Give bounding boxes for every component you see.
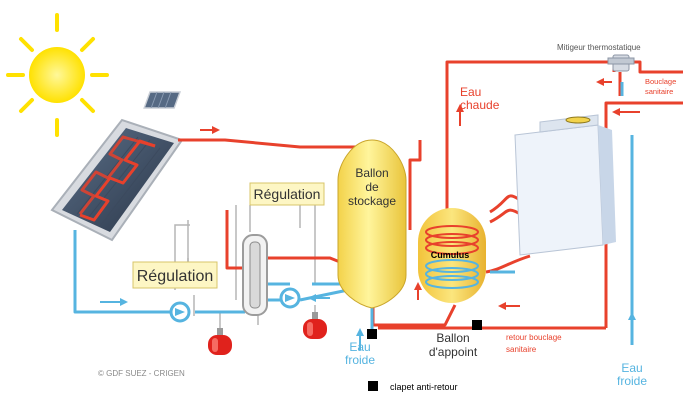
copyright-label: © GDF SUEZ - CRIGEN: [98, 369, 185, 378]
cold-water-left-label-2: froide: [345, 353, 375, 367]
sun-icon: [6, 13, 109, 137]
legend-check-valve-label: clapet anti-retour: [390, 382, 458, 392]
hot-water-label-1: Eau: [460, 85, 481, 99]
regulation-left-label: Régulation: [137, 268, 214, 285]
cold-water-left-label-1: Eau: [349, 340, 370, 354]
retour-bouclage-label-1: retour bouclage: [506, 333, 562, 342]
mixing-valve-icon: [607, 54, 635, 72]
regulation-box-left: Régulation: [132, 261, 218, 289]
legend-check-valve-icon: [368, 381, 378, 391]
storage-tank-label-1: Ballon: [355, 166, 388, 180]
appoint-tank-label-1: Ballon: [436, 331, 469, 345]
check-valve-marker-right: [472, 320, 482, 330]
pump-left-icon: [169, 301, 191, 323]
bouclage-label-1: Bouclage: [645, 77, 676, 86]
sensor-panel-icon: [143, 91, 182, 109]
expansion-vessel-left-icon: [208, 328, 232, 355]
mixing-valve-label: Mitigeur thermostatique: [557, 43, 641, 52]
storage-tank: [337, 139, 407, 309]
flow-arrows: [100, 78, 640, 350]
heat-exchanger-icon: [242, 234, 268, 316]
retour-bouclage-label-2: sanitaire: [506, 345, 537, 354]
cold-water-right-label-1: Eau: [621, 361, 642, 375]
regulation-box-top: Régulation: [249, 182, 325, 206]
storage-tank-label-2: de: [365, 180, 379, 194]
cold-water-right-label-2: froide: [617, 374, 647, 388]
storage-tank-label-3: stockage: [348, 194, 396, 208]
regulation-top-label: Régulation: [254, 186, 321, 202]
hot-water-label-2: chaude: [460, 98, 500, 112]
check-valve-marker-left: [367, 329, 377, 339]
expansion-vessel-right-icon: [303, 312, 327, 339]
solar-collector-icon: [50, 118, 184, 242]
cumulus-label: Cumulus: [431, 250, 470, 260]
legend: clapet anti-retour: [368, 381, 458, 392]
boiler-icon: [514, 114, 616, 256]
control-wires: [174, 198, 316, 335]
bouclage-label-2: sanitaire: [645, 87, 673, 96]
appoint-tank-label-2: d'appoint: [429, 345, 478, 359]
cumulus-tank: [418, 208, 486, 303]
pump-right-icon: [279, 287, 301, 309]
